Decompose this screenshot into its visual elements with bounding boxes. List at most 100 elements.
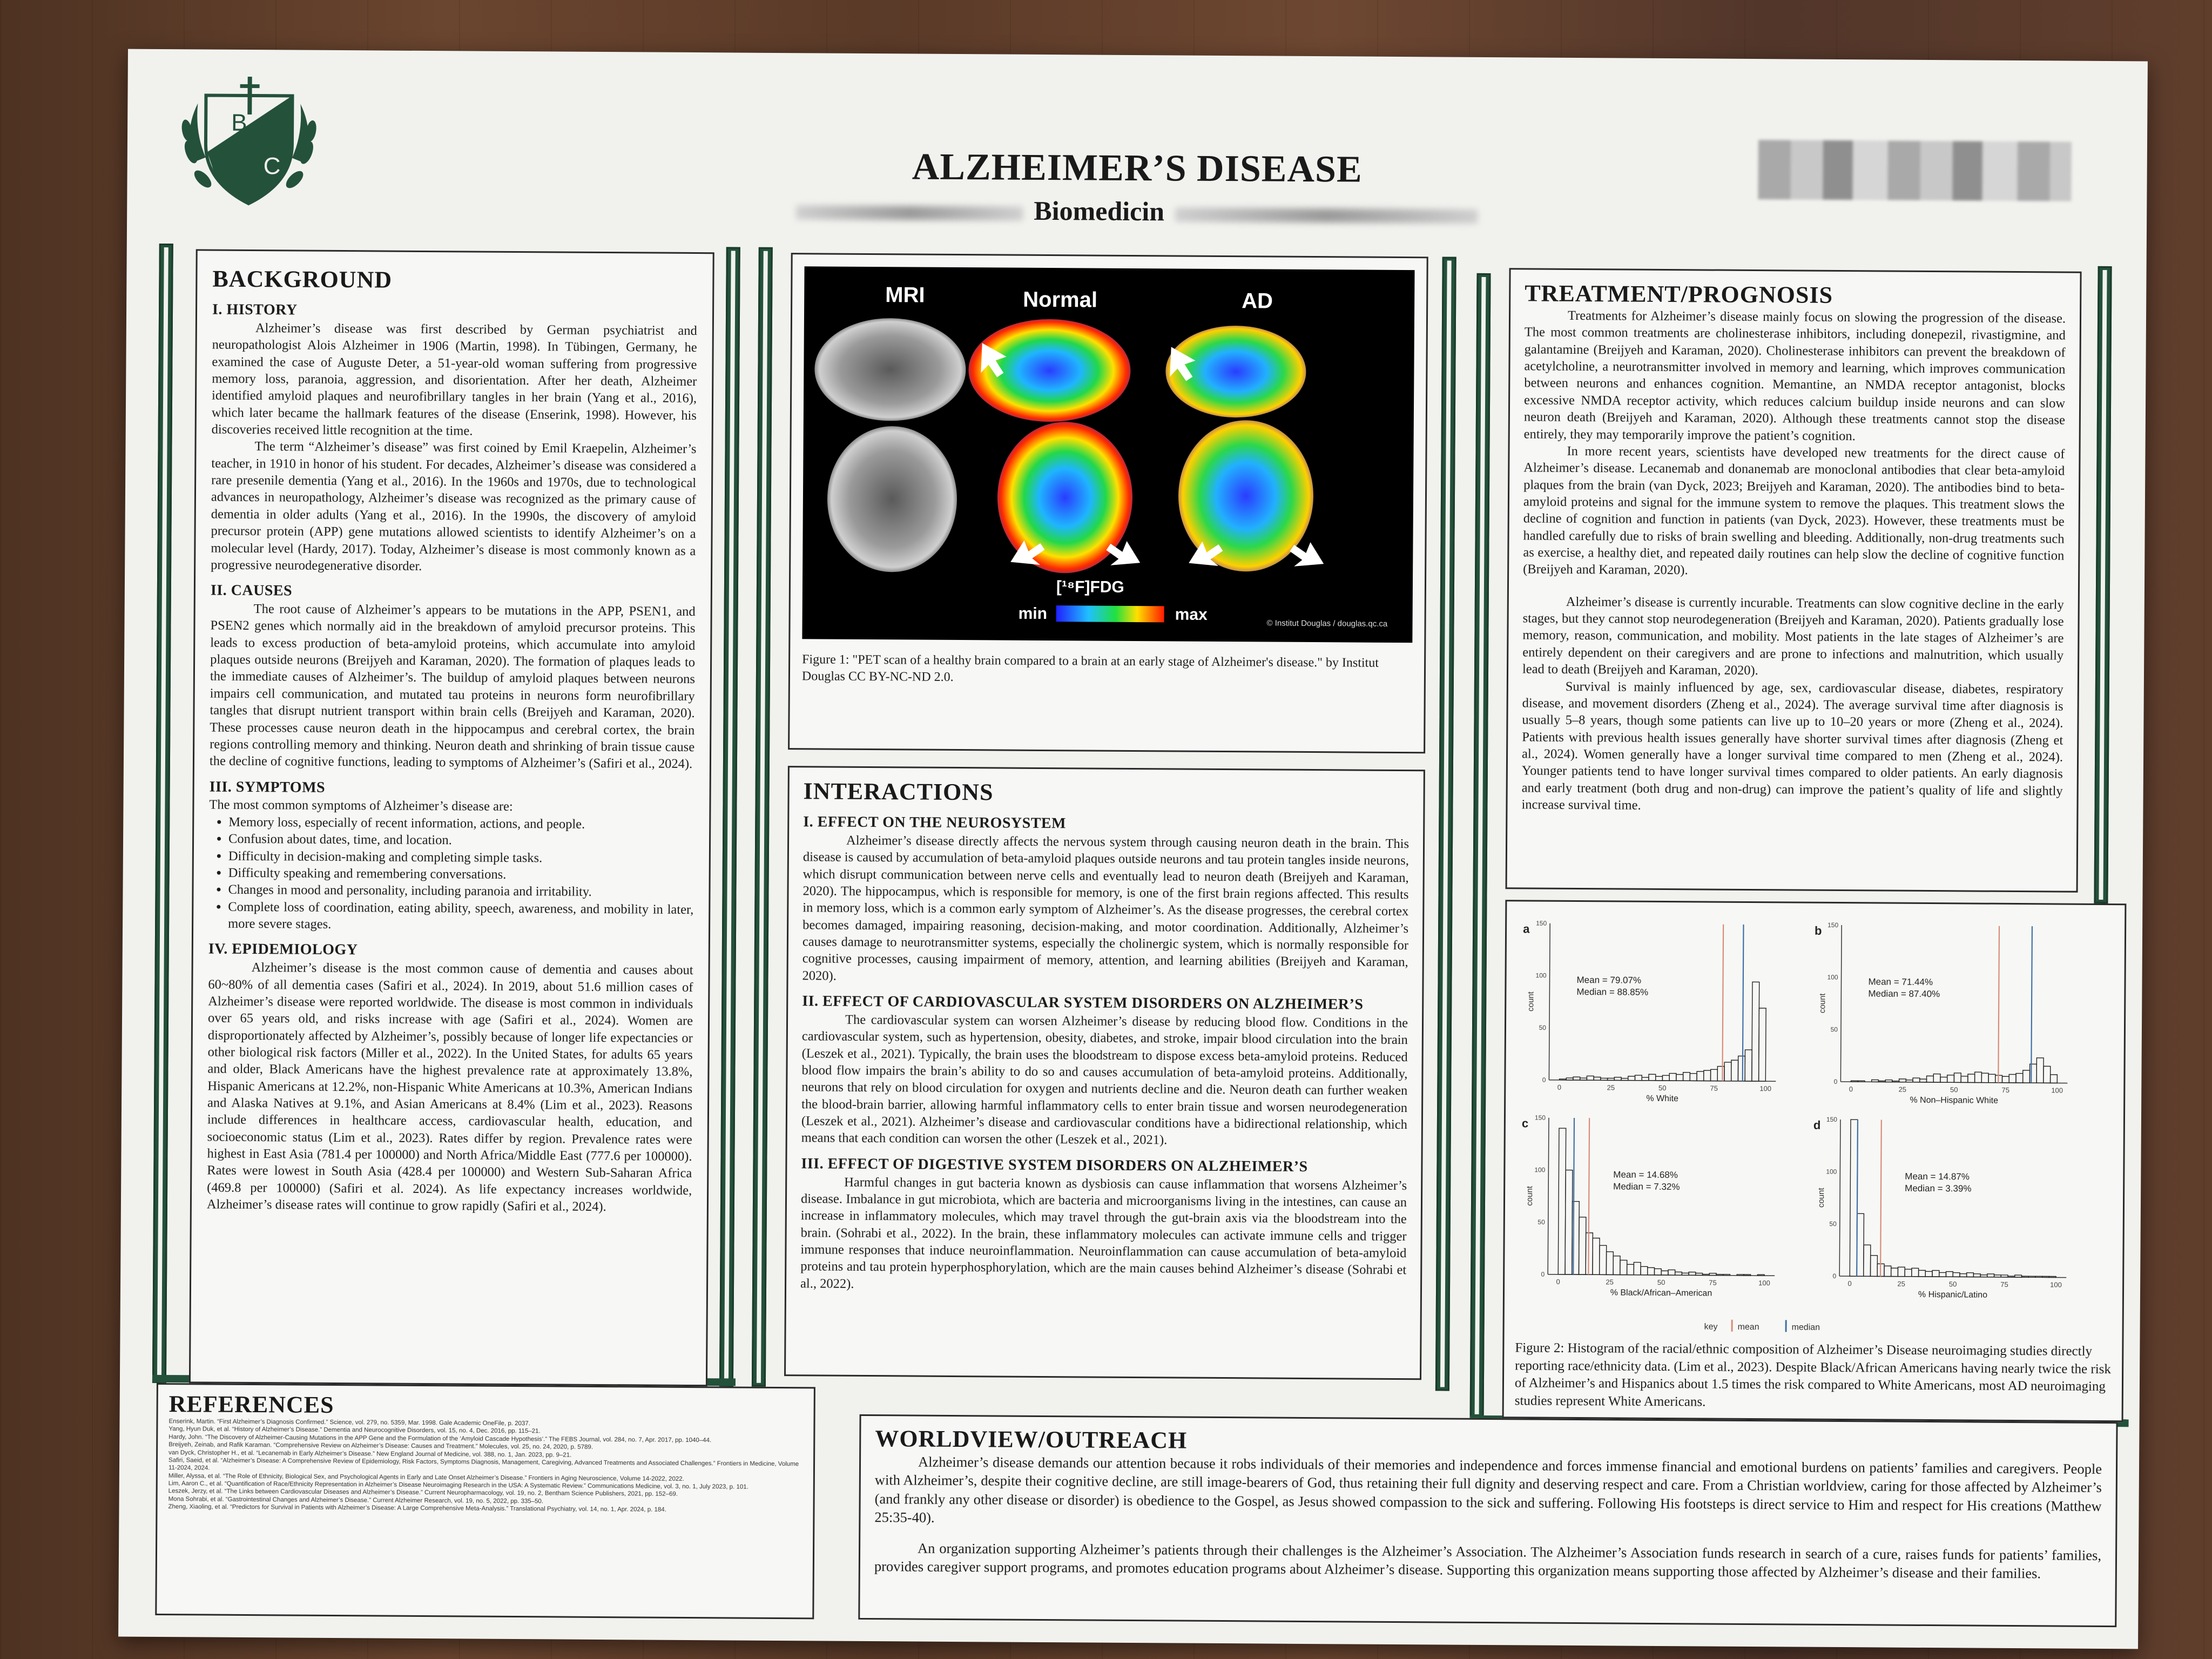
histogram-key: key mean median [1704,1319,1820,1332]
histogram-bar [1566,1077,1574,1081]
figure2-caption: Figure 2: Histogram of the racial/ethnic… [1514,1340,2112,1409]
histogram-bar [1730,1060,1739,1082]
histogram-bar [2035,1276,2043,1278]
histogram-bar [1710,1069,1718,1082]
histogram-bar [1696,1071,1704,1082]
histogram-bar [2001,1076,2009,1083]
histogram-bar [2028,1276,2036,1278]
school-crest-icon: B C [181,76,316,206]
mean-line [1722,924,1724,1081]
history-paragraph-1: Alzheimer’s disease was first described … [211,320,697,439]
frame-bar-far-right [2094,266,2112,904]
neurosystem-paragraph: Alzheimer’s disease directly affects the… [802,833,1410,983]
median-annotation: Median = 87.40% [1868,988,1940,999]
frame-bar-mid-left [719,247,740,1387]
histogram-bar [1925,1271,1933,1277]
histogram-bar [2043,1065,2051,1084]
histogram-bar [1593,1076,1601,1081]
histogram-bar [1959,1273,1967,1278]
label-ad: AD [1242,289,1273,313]
x-tick-label: 100 [2051,1086,2063,1094]
histogram-bar [1703,1070,1711,1082]
histogram-bar [1850,1080,1858,1082]
histogram-bar [2049,1074,2058,1084]
histogram-bar [1988,1074,1996,1083]
histogram-bar [1592,1237,1600,1275]
figure1-caption: Figure 1: "PET scan of a healthy brain c… [801,652,1379,685]
x-tick-label: 0 [1557,1083,1561,1091]
histogram-bar [1621,1077,1629,1081]
histogram-bar [1878,1080,1886,1083]
causes-paragraph: The root cause of Alzheimer’s appears to… [209,602,696,772]
y-axis-line [1548,923,1550,1080]
y-axis-label: count [1525,1185,1534,1206]
histogram-bar [1967,1074,1975,1083]
x-tick-label: 50 [1949,1280,1957,1288]
y-tick-label: 100 [1536,972,1547,979]
histogram-bar [1676,1074,1684,1081]
histogram-bar [1647,1267,1655,1276]
symptoms-intro: The most common symptoms of Alzheimer’s … [209,798,513,814]
median-line [1742,924,1744,1081]
digestive-paragraph: Harmful changes in gut bacteria known as… [800,1175,1407,1291]
x-tick-label: 100 [1758,1279,1770,1287]
scale-min-label: min [1019,605,1048,623]
histogram-bar [1648,1074,1656,1081]
color-scale-bar [1056,605,1164,623]
background-heading: BACKGROUND [212,265,393,293]
histogram-bar [1940,1076,1948,1083]
key-mean-label: mean [1738,1323,1759,1332]
median-annotation: Median = 7.32% [1613,1181,1680,1192]
x-tick-label: 100 [1759,1084,1771,1092]
histogram-bar [1613,1255,1621,1276]
references-panel: REFERENCES Enserink, Martin. “First Alzh… [155,1382,815,1620]
key-median-label: median [1792,1323,1820,1332]
histogram-bar [1737,1055,1746,1082]
pet-ad-sagittal [1165,326,1306,418]
y-tick-label: 50 [1537,1218,1545,1226]
histogram-bar [1578,1217,1587,1275]
histogram-bar [1606,1251,1614,1276]
histogram-bar [1557,1128,1567,1275]
histogram-bar [1641,1077,1649,1081]
histogram-bar [1640,1266,1648,1276]
y-tick-label: 50 [1829,1220,1837,1228]
histogram-bar [2014,1274,2022,1278]
histogram-bar [2015,1073,2024,1083]
histogram-bar [2000,1274,2008,1278]
histogram-bar [1695,1272,1703,1276]
median-line [1573,1117,1575,1275]
image-credit: © Institut Douglas / douglas.qc.ca [1267,619,1388,629]
histogram-bar [1633,1262,1641,1276]
scale-max-label: max [1175,605,1208,623]
histogram-bar [2007,1276,2015,1278]
mean-line [1588,1118,1590,1275]
x-tick-label: 75 [1709,1279,1717,1287]
histogram-bar [1634,1075,1642,1081]
causes-heading: II. CAUSES [210,582,293,599]
y-tick-label: 100 [1826,1168,1837,1176]
histogram-bar [1993,1274,2002,1278]
histogram-bar [1932,1270,1940,1277]
y-tick-label: 50 [1539,1024,1547,1031]
x-tick-label: 0 [1556,1278,1560,1286]
histogram-bar [1757,1274,1765,1276]
panel-letter: c [1522,1116,1528,1130]
histogram-bar [1945,1271,1953,1277]
histogram-bar [1890,1267,1899,1277]
histogram-bar [1709,1272,1717,1276]
histogram-bar [1628,1076,1636,1081]
key-median-swatch [1785,1320,1787,1332]
histogram-bar [1974,1071,1982,1083]
x-axis-label: % White [1646,1094,1678,1103]
y-tick-label: 50 [1831,1026,1838,1033]
histogram-bar [1926,1075,1934,1083]
histogram-bar [1987,1273,1995,1278]
redacted-author [796,205,1023,221]
x-tick-label: 50 [1657,1278,1665,1286]
list-item: Memory loss, especially of recent inform… [228,814,694,834]
mri-axial [827,426,957,572]
